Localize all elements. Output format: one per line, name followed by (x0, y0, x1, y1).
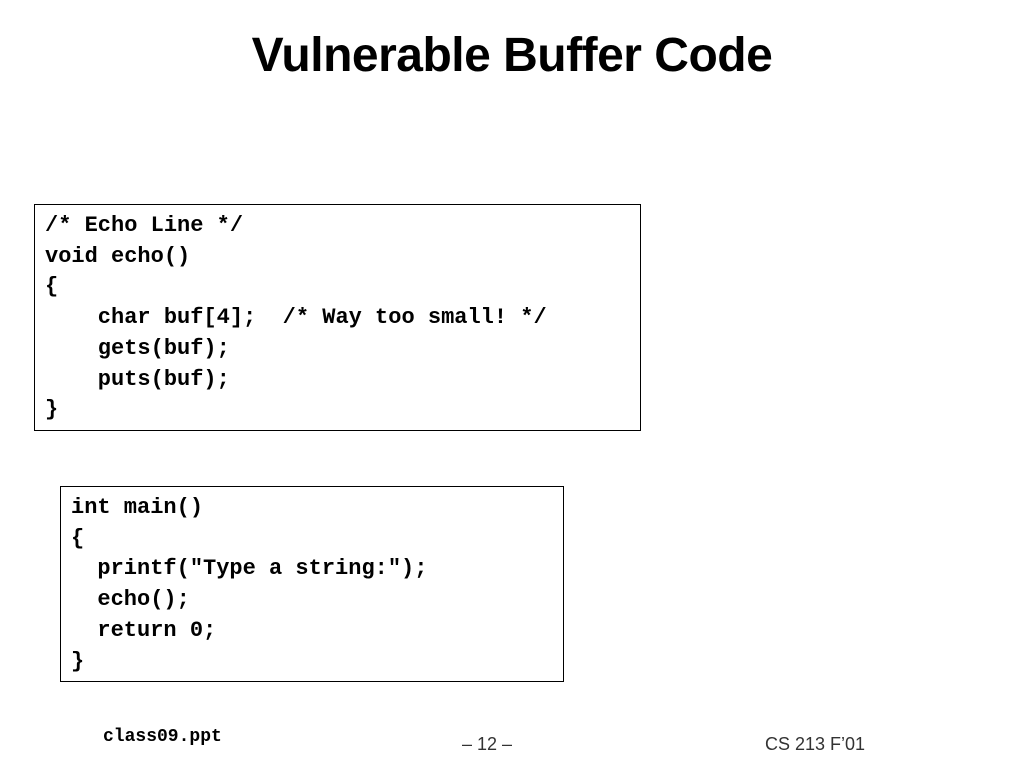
slide-title: Vulnerable Buffer Code (251, 29, 773, 82)
main-code-box: int main() { printf("Type a string:"); e… (60, 486, 564, 682)
echo-code-text: /* Echo Line */ void echo() { char buf[4… (45, 213, 547, 423)
main-code-text: int main() { printf("Type a string:"); e… (71, 495, 428, 674)
echo-code-box: /* Echo Line */ void echo() { char buf[4… (34, 204, 641, 431)
footer-course-label: CS 213 F’01 (764, 734, 866, 754)
footer-page-number: – 12 – (461, 734, 513, 754)
footer-filename: class09.ppt (103, 727, 222, 747)
